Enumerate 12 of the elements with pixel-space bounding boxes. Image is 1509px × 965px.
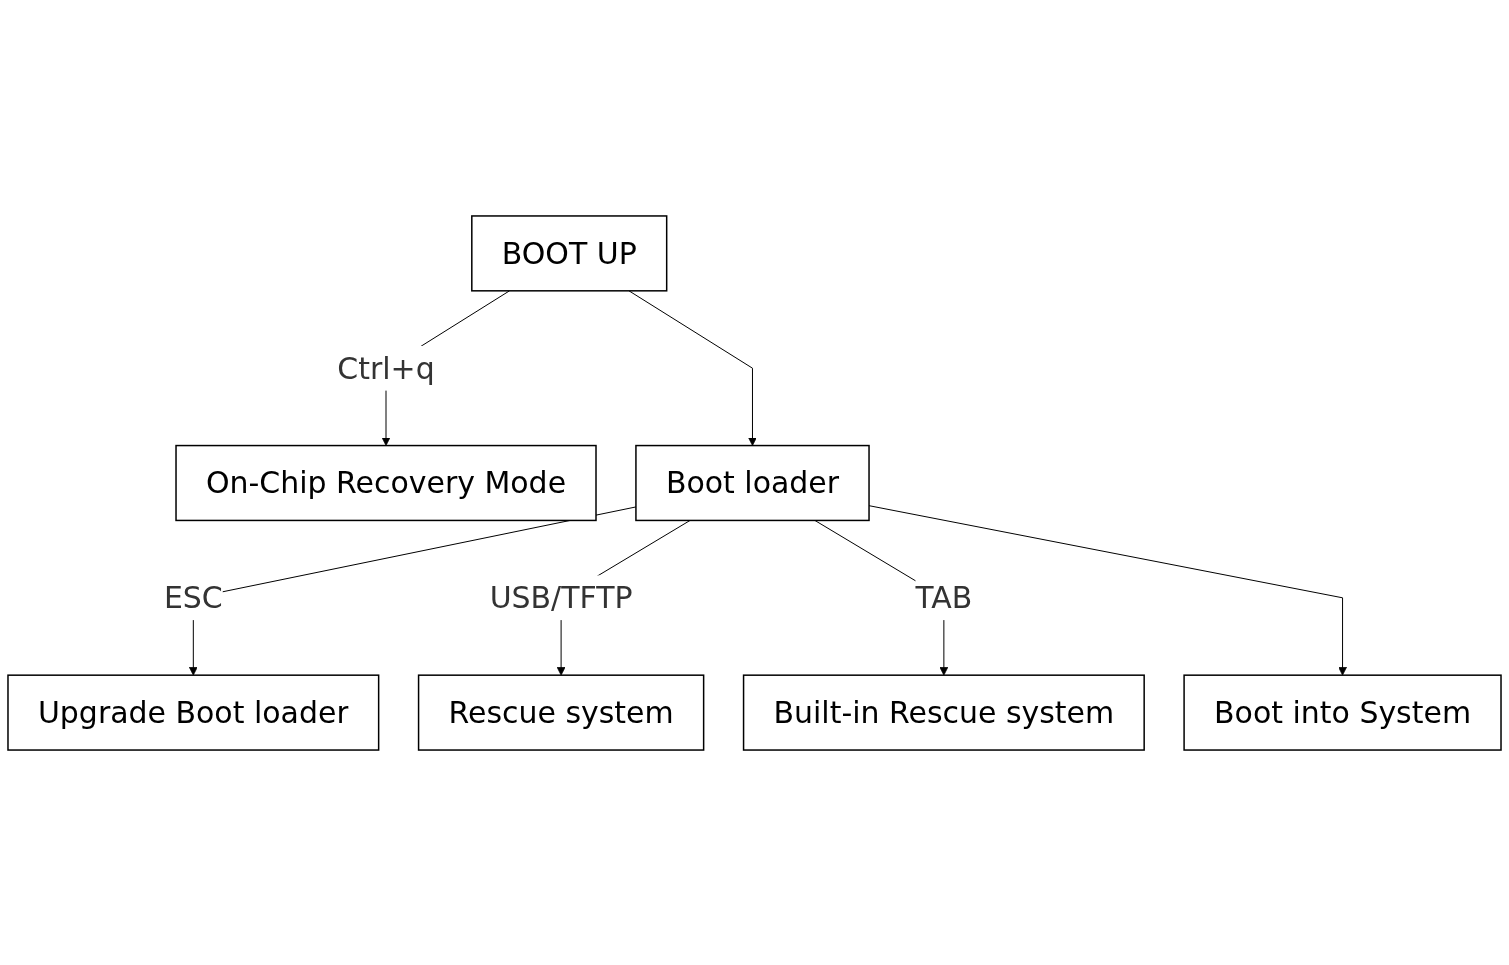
edge-label: Ctrl+q: [337, 350, 435, 386]
edge-label: ESC: [163, 579, 223, 615]
node-box: Boot into System: [1183, 673, 1502, 751]
node-box: Upgrade Boot loader: [7, 673, 380, 751]
node-box: Boot loader: [635, 444, 870, 521]
arrow: [628, 289, 757, 446]
node-box: On-Chip Recovery Mode: [175, 444, 597, 521]
edge-label: TAB: [915, 579, 973, 615]
node-box: BOOT UP: [471, 214, 668, 292]
edge-label: USB/TFTP: [489, 579, 633, 615]
node-box: Rescue system: [417, 673, 705, 751]
node-box: Built-in Rescue system: [742, 673, 1145, 751]
